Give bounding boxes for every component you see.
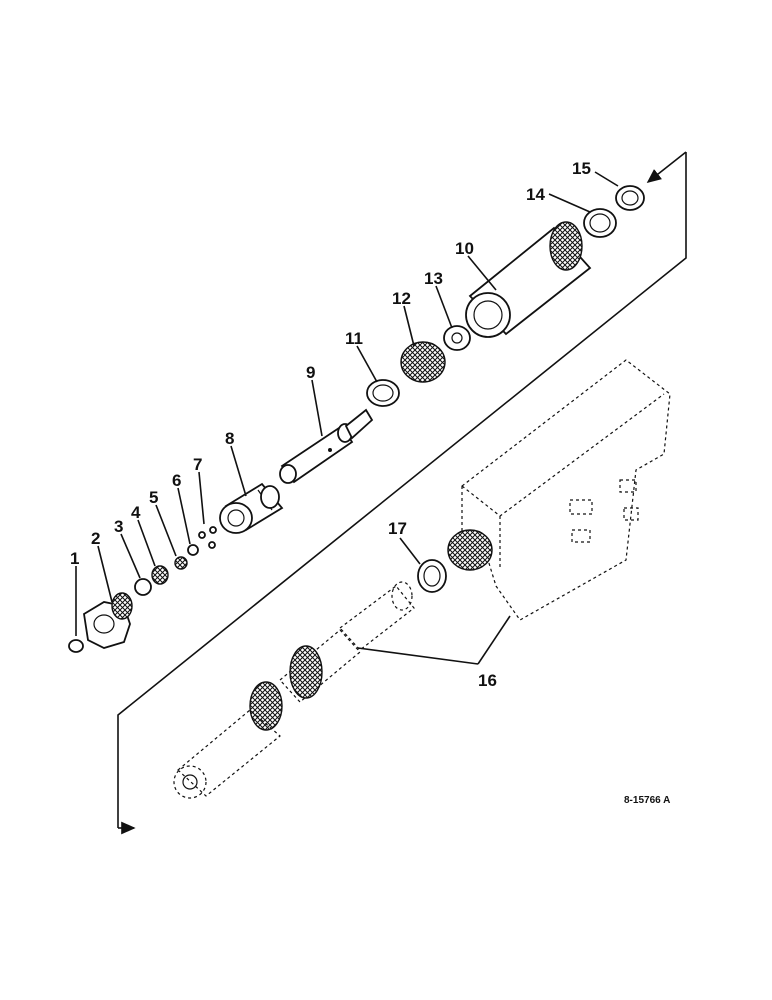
callout-5: 5 [149, 488, 158, 507]
callout-2: 2 [91, 529, 100, 548]
callout-4: 4 [131, 503, 141, 522]
callout-12: 12 [392, 289, 411, 308]
part-11-ring [366, 379, 400, 407]
callout-labels: 1 2 3 4 5 6 7 8 9 10 11 12 13 14 15 16 1… [70, 159, 591, 690]
callout-17: 17 [388, 519, 407, 538]
callout-16: 16 [478, 671, 497, 690]
callout-6: 6 [172, 471, 181, 490]
part-14-ring [583, 208, 617, 238]
callout-15: 15 [572, 159, 591, 178]
assembly-boundary [117, 151, 687, 835]
part-17-o-ring [417, 559, 447, 593]
part-6-ball [187, 544, 199, 556]
part-1-plug [68, 639, 84, 653]
callout-11: 11 [345, 329, 363, 348]
part-2-hex-plug [83, 592, 133, 649]
callout-7: 7 [193, 455, 202, 474]
part-16-spool-assembly [173, 581, 415, 799]
callout-1: 1 [70, 549, 79, 568]
callout-13: 13 [424, 269, 443, 288]
part-12-spring [400, 341, 446, 383]
part-9-spool [279, 408, 374, 484]
part-8-sleeve [219, 482, 284, 534]
part-15-ring [615, 185, 645, 211]
figure-reference: 8-15766 A [624, 795, 670, 806]
callout-9: 9 [306, 363, 315, 382]
boundary-arrow-top [646, 151, 687, 183]
callout-3: 3 [114, 517, 123, 536]
leader-lines [75, 171, 619, 665]
callout-8: 8 [225, 429, 234, 448]
part-5-spring [174, 556, 188, 570]
part-4-spring [151, 565, 169, 585]
part-13-washer [443, 325, 471, 351]
callout-14: 14 [526, 185, 545, 204]
callout-10: 10 [455, 239, 474, 258]
part-3-nut [134, 578, 152, 596]
part-7-balls [198, 526, 217, 549]
part-10-tube [465, 221, 592, 338]
valve-body-housing [447, 359, 671, 621]
